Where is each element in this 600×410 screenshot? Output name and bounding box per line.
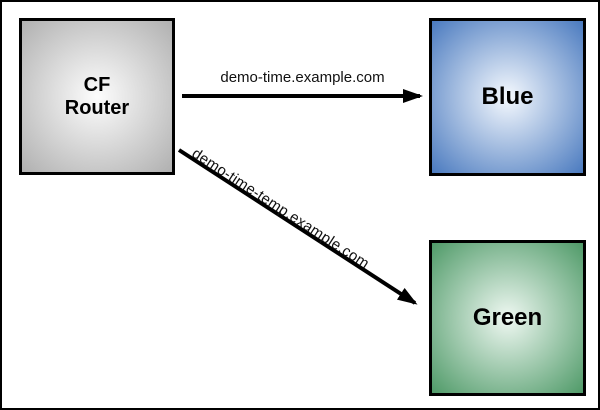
node-blue-label: Blue (481, 83, 534, 110)
route-label-demo-time-temp: demo-time-temp.example.com (188, 145, 373, 273)
node-green-label: Green (472, 304, 543, 331)
node-cf-router-label: CF Router (64, 73, 130, 119)
node-blue: Blue (429, 18, 586, 176)
node-cf-router: CF Router (19, 18, 175, 175)
route-label-demo-time: demo-time.example.com (220, 69, 385, 86)
node-green: Green (429, 240, 586, 396)
